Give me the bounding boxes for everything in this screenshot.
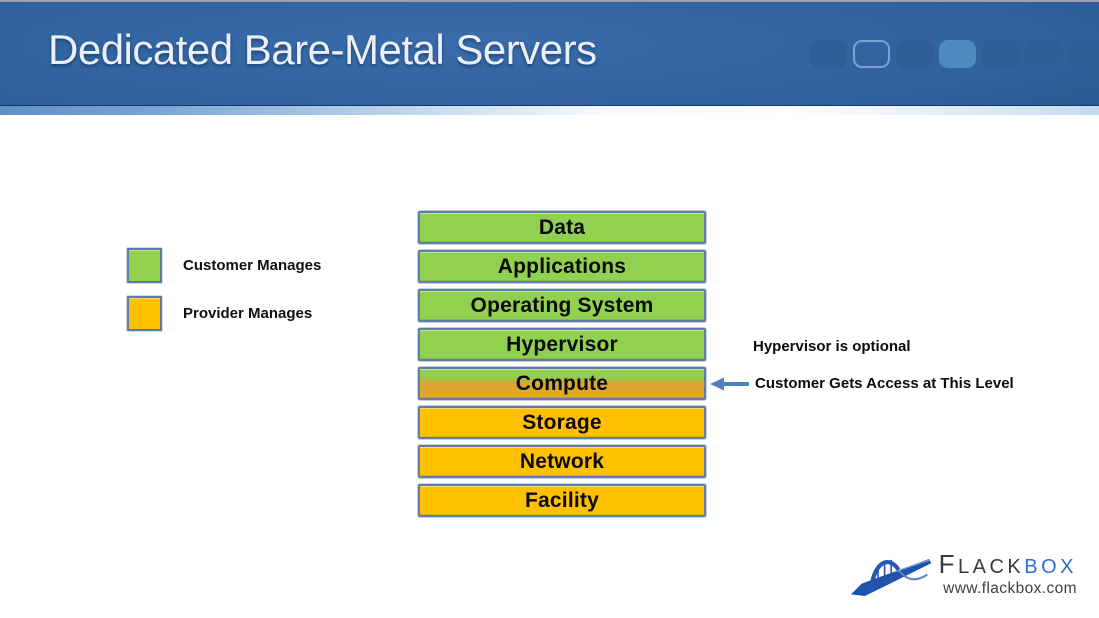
- bridge-icon: [850, 559, 931, 596]
- legend-item-customer: Customer Manages: [127, 248, 321, 283]
- left-arrow-icon: [710, 377, 749, 391]
- header-divider-strip: [0, 105, 1099, 115]
- deco-square-outline: [853, 40, 890, 68]
- provider-color-swatch: [127, 296, 162, 331]
- stack-layer-network: Network: [418, 445, 706, 478]
- stack-layer-facility: Facility: [418, 484, 706, 517]
- stack-layer-storage: Storage: [418, 406, 706, 439]
- deco-square-filled: [1025, 40, 1062, 68]
- deco-square-bright: [939, 40, 976, 68]
- stack-layer-operating-system: Operating System: [418, 289, 706, 322]
- legend-label: Customer Manages: [183, 257, 322, 274]
- logo-url: www.flackbox.com: [943, 580, 1077, 597]
- brand-rest: LACK: [958, 556, 1025, 578]
- stack-layer-hypervisor: Hypervisor: [418, 328, 706, 361]
- stack-layer-compute: Compute: [418, 367, 706, 400]
- deco-square-filled: [896, 40, 933, 68]
- stack-layer-data: Data: [418, 211, 706, 244]
- deco-square-filled: [810, 40, 847, 68]
- stack-layer-applications: Applications: [418, 250, 706, 283]
- slide-top-edge: [0, 0, 1099, 2]
- page-title: Dedicated Bare-Metal Servers: [48, 26, 597, 73]
- hypervisor-optional-note: Hypervisor is optional: [753, 338, 911, 355]
- header-banner: Dedicated Bare-Metal Servers: [0, 2, 1099, 105]
- legend-item-provider: Provider Manages: [127, 296, 312, 331]
- header-decoration-squares: [810, 40, 1099, 68]
- brand-initial: F: [938, 549, 958, 579]
- deco-square-filled: [982, 40, 1019, 68]
- brand-accent: BOX: [1024, 556, 1077, 578]
- deco-square-filled: [1068, 40, 1099, 68]
- legend-label: Provider Manages: [183, 305, 313, 322]
- customer-color-swatch: [127, 248, 162, 283]
- customer-access-note: Customer Gets Access at This Level: [755, 375, 1014, 392]
